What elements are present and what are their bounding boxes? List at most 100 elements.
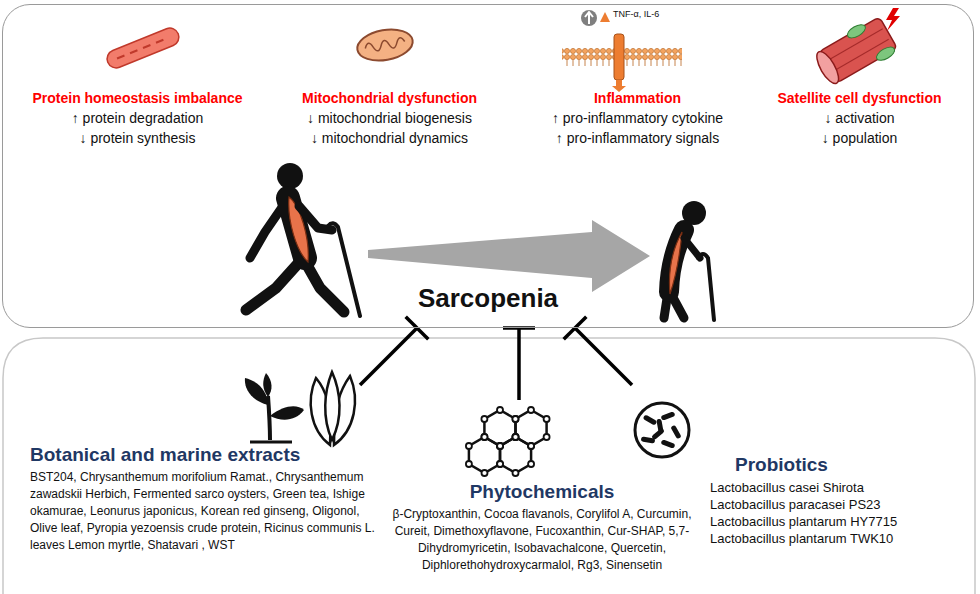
bacteria-group [641,411,682,448]
intervention-group: Botanical and marine extractsBST204, Chr… [30,385,386,554]
figure-leg [246,258,303,310]
plant-icon [245,373,304,442]
node-text: ↓ mitochondrial biogenesis [275,108,505,128]
icon-label: TNF-α, IL-6 [613,9,659,20]
node-text: ↓ protein synthesis [20,128,256,148]
atom-dot [497,443,503,449]
atom-dot [497,443,503,449]
atom-dot [497,461,503,467]
node-heading: Probiotics [710,453,920,477]
node-text: β-Cryptoxanthin, Cocoa flavanols, Coryli… [382,506,702,574]
seaweed-icon [311,372,355,445]
atom-dot [466,461,472,467]
hunched-figure [664,201,714,320]
hexagon-ring [469,437,500,473]
node-text: Lactobacillus casei Shirota [710,479,920,496]
bacterium [643,414,658,425]
bacterium [670,425,681,440]
node-heading: Protein homeostasis imbalance [20,88,256,108]
node-text: BST204, Chrysanthemum morifolium Ramat.,… [30,469,386,554]
inhibition-connector [360,328,417,385]
inhibition-connector [517,328,521,400]
increase-arrow [585,12,593,24]
node-text: ↑ protein degradation [20,108,256,128]
atom-dot [544,416,550,422]
node-text: Lactobacillus plantarum TWK10 [710,530,920,547]
fiber-icon [104,25,181,70]
figure-muscle [670,232,683,294]
figure-cane [698,254,714,320]
satellite-cell [874,44,896,63]
atom-dot [544,434,550,440]
muscle-end [813,48,843,86]
bacterium [661,411,676,420]
atom-dot [481,434,487,440]
satellite-cell [845,22,867,41]
inhibition-connector [575,328,632,385]
molecule-icon [466,407,550,476]
plant-leaf [270,406,304,419]
mechanism-box: Protein homeostasis imbalance↑ protein d… [20,88,256,148]
mechanism-box: Satellite cell dysfunction↓ activation↓ … [750,88,970,148]
node-text: ↑ pro-inflammatory cytokine [528,108,748,128]
damage-bolt [886,8,900,31]
atom-dot [528,461,534,467]
ground-line [250,441,292,444]
atom-dot [513,434,519,440]
cytokine-triangle [600,12,610,22]
node-heading: Inflammation [528,88,748,108]
node-text: ↓ population [750,128,970,148]
bacterium [656,419,663,434]
fiber-stripe [117,38,169,59]
intervention-group: Phytochemicalsβ-Cryptoxanthin, Cocoa fla… [382,400,702,574]
receptor-icon [562,10,682,92]
satellite-icon [811,13,900,90]
walking-figure [246,163,360,316]
atom-dot [528,443,534,449]
plant-stem [268,396,270,440]
bacterium [641,436,656,443]
node-text: ↓ activation [750,108,970,128]
node-heading: Mitochondrial dysfunction [275,88,505,108]
plant-leaf [263,373,271,397]
atom-dot [528,443,534,449]
fiber-body [104,25,181,70]
figure-head [277,163,303,189]
figure-cane [328,223,360,316]
node-heading: Botanical and marine extracts [30,443,386,467]
atom-dot [512,416,518,422]
node-heading: Sarcopenia [418,283,558,313]
node-heading: Satellite cell dysfunction [750,88,970,108]
node-text: Lactobacillus plantarum HY7715 [710,513,920,530]
node-text: ↓ mitochondrial dynamics [275,128,505,148]
atom-dot [497,443,503,449]
atom-dot [497,461,503,467]
mechanism-box: Mitochondrial dysfunction↓ mitochondrial… [275,88,505,148]
node-text: Lactobacillus paracasei PS23 [710,496,920,513]
node-text: ↑ pro-inflammatory signals [528,128,748,148]
atom-dot [482,434,488,440]
atom-dot [513,416,519,422]
bacterium [661,439,676,448]
mitochondrion-cristae [365,37,406,53]
atom-dot [482,470,488,476]
seaweed-leaf [325,372,339,440]
intervention-group: ProbioticsLactobacillus casei ShirotaLac… [605,385,920,547]
top-panel: SarcopeniaProtein homeostasis imbalance↑… [2,4,974,328]
atom-dot [512,434,518,440]
atom-dot [528,407,534,413]
mitochondrion-icon [355,25,415,64]
mechanism-box: Inflammation↑ pro-inflammatory cytokine↑… [528,88,748,148]
hexagon-ring [500,437,531,473]
progression-arrow [368,220,650,292]
receptor [614,34,624,80]
atom-dot [497,407,503,413]
atom-dot [466,443,472,449]
bottom-panel [3,338,975,594]
atom-dot [513,434,519,440]
atom-dot [481,416,487,422]
petri-dish [635,403,689,457]
atom-dot [513,470,519,476]
